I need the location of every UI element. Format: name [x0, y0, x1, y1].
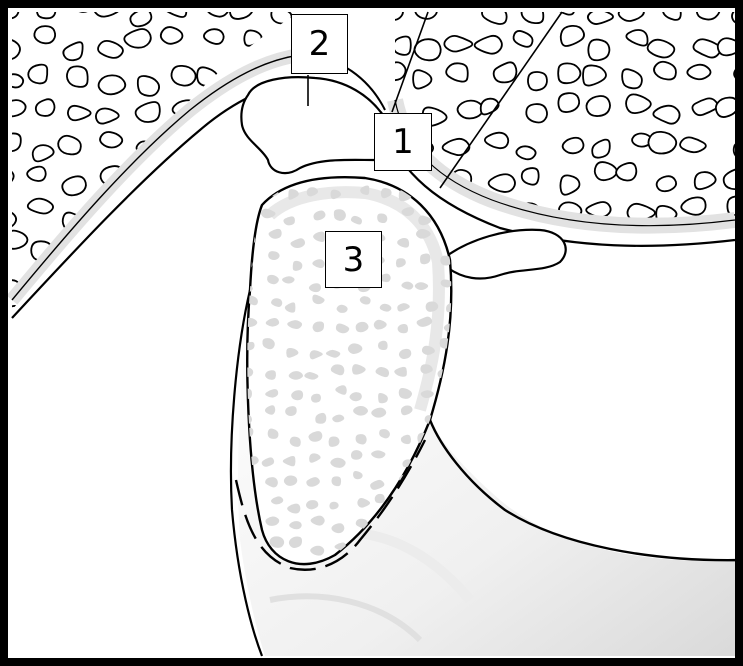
trabecular-cell — [516, 146, 535, 159]
trabecular-cell — [28, 65, 47, 84]
trabecular-cell — [171, 66, 195, 86]
trabecular-cell — [27, 167, 46, 181]
label-1-text: 1 — [392, 125, 414, 159]
label-2-text: 2 — [309, 27, 331, 61]
trabecular-cell — [558, 63, 580, 83]
marrow-spot — [375, 494, 385, 503]
label-3-text: 3 — [343, 243, 365, 277]
trabecular-cell — [526, 104, 547, 122]
trabecular-cell — [586, 96, 610, 116]
trabecular-cell — [716, 98, 738, 117]
trabecular-cell — [415, 39, 441, 60]
trabecular-cell — [458, 101, 484, 119]
trabecular-cell — [588, 40, 609, 61]
trabecular-cell — [393, 36, 410, 54]
trabecular-cell — [34, 26, 55, 43]
trabecular-cell — [687, 65, 710, 80]
trabecular-cell — [528, 72, 547, 90]
trabecular-cell — [522, 168, 539, 185]
trabecular-cell — [67, 66, 88, 87]
trabecular-cell — [558, 93, 579, 112]
trabecular-cell — [99, 75, 126, 94]
label-box-2: 2 — [291, 14, 348, 74]
trabecular-cell — [563, 138, 584, 154]
trabecular-cell — [161, 27, 183, 44]
trabecular-cell — [648, 132, 676, 154]
trabecular-cell — [657, 176, 677, 191]
label-box-3: 3 — [325, 231, 382, 288]
label-box-1: 1 — [374, 113, 432, 171]
